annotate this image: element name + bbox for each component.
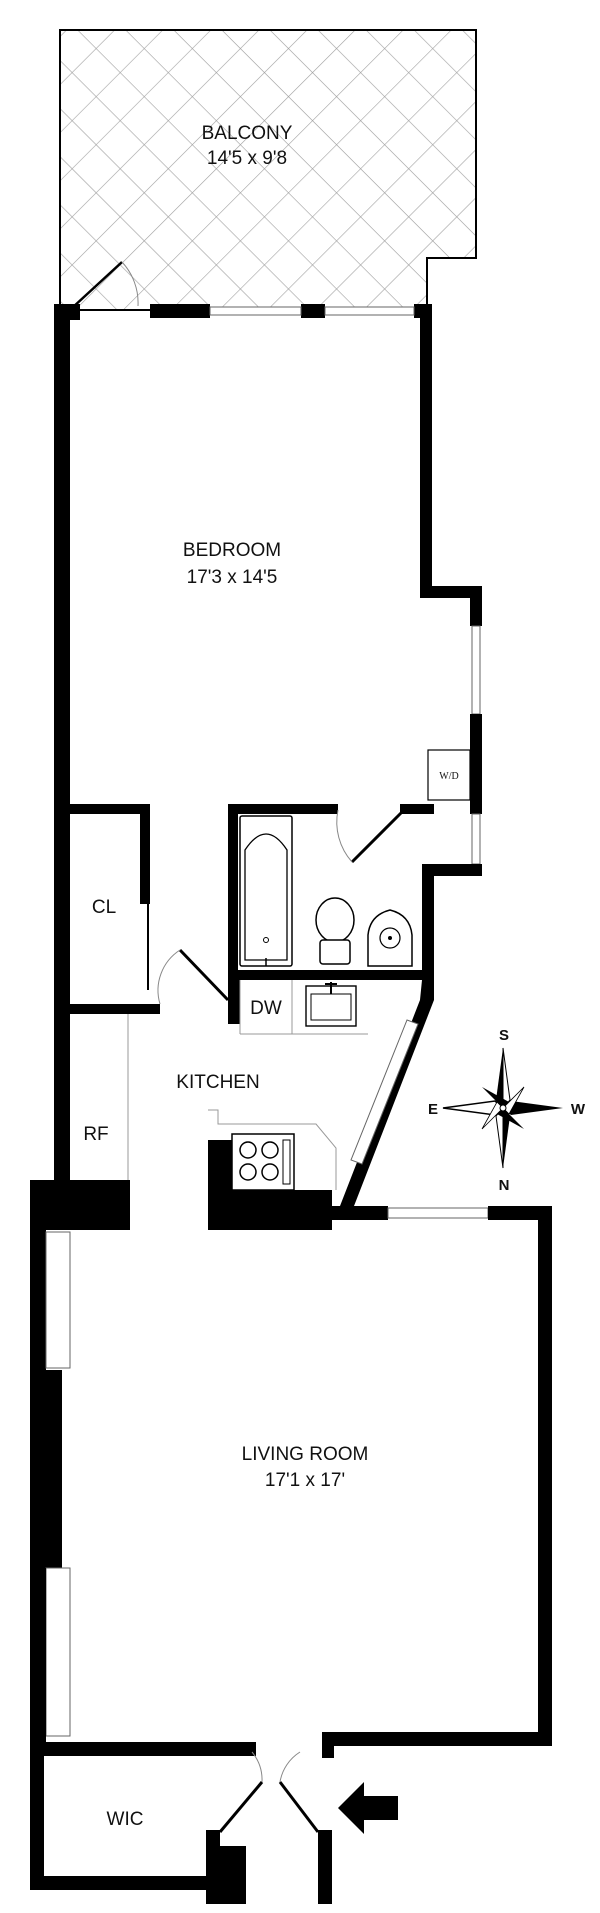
entrance-door[interactable]: [278, 1781, 320, 1833]
living-room-window-top: [387, 1207, 489, 1219]
bath-sink-icon: [367, 909, 413, 967]
balcony-label: BALCONY: [202, 123, 293, 144]
refrigerator-label: RF: [83, 1124, 108, 1145]
balcony-door[interactable]: [71, 261, 123, 309]
washer-dryer-label: W/D: [439, 771, 458, 782]
kitchen-door[interactable]: [178, 948, 230, 1002]
bedroom-side-window: [471, 625, 481, 715]
balcony-dimensions: 14'5 x 9'8: [207, 148, 287, 169]
washer-dryer: [427, 749, 471, 801]
bathroom-window: [471, 813, 481, 865]
bedroom-label: BEDROOM: [183, 540, 281, 561]
bedroom-dimensions: 17'3 x 14'5: [187, 567, 278, 588]
compass-south: S: [499, 1027, 509, 1044]
toilet-icon: [315, 897, 355, 965]
walk-in-closet-label: WIC: [107, 1809, 144, 1830]
kitchen-window: [350, 1019, 419, 1165]
dishwasher-label: DW: [250, 998, 282, 1019]
walls: [30, 304, 552, 1904]
compass-west: W: [571, 1101, 586, 1118]
bathroom-door[interactable]: [350, 810, 404, 864]
living-room-dimensions: 17'1 x 17': [265, 1470, 345, 1491]
kitchen-label: KITCHEN: [176, 1072, 259, 1093]
living-room-label: LIVING ROOM: [242, 1444, 369, 1465]
stove-icon: [231, 1133, 295, 1191]
entrance-arrow-icon: [338, 1782, 398, 1834]
bedroom-window-1: [209, 306, 302, 316]
compass-east: E: [428, 1101, 438, 1118]
compass-rose-icon: S N E W: [428, 1027, 586, 1194]
living-room-window-left-1: [45, 1231, 71, 1369]
bedroom-window-2: [324, 306, 415, 316]
balcony: BALCONY 14'5 x 9'8: [59, 29, 477, 311]
bathtub-icon: [239, 815, 293, 967]
compass-north: N: [499, 1177, 510, 1194]
closet-label: CL: [92, 897, 116, 918]
kitchen-sink-icon: [305, 982, 357, 1027]
living-room-window-left-2: [45, 1567, 71, 1737]
